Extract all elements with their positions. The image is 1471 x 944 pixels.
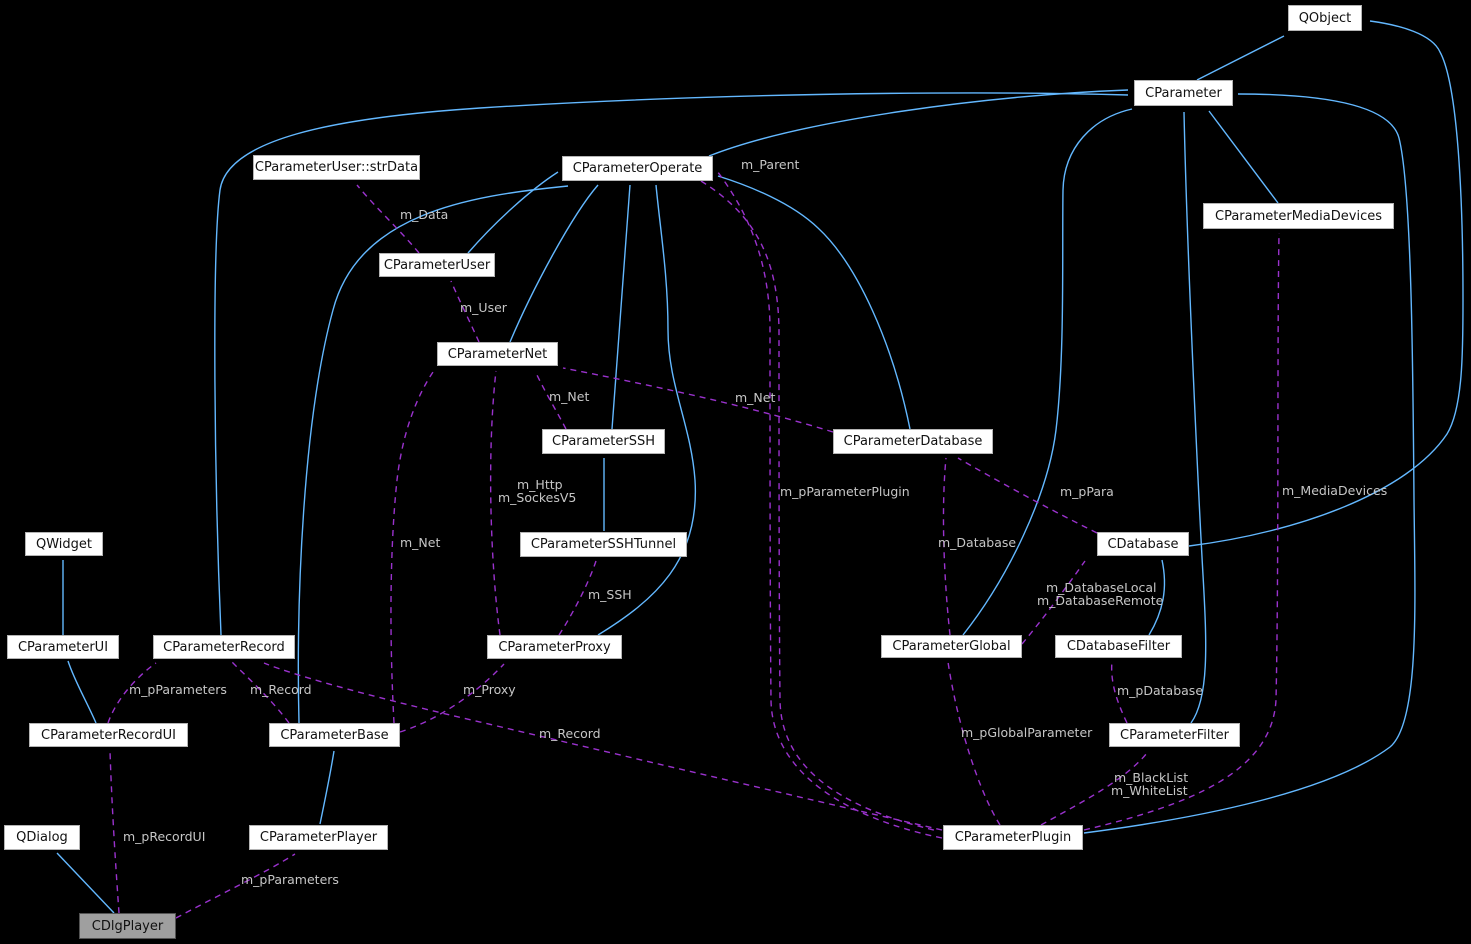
node-cparameterssh[interactable]: CParameterSSH <box>542 429 665 454</box>
edge-label-m-record-base: m_Record <box>250 682 312 697</box>
edge-inherit-cparameter-qobject <box>1196 35 1285 81</box>
node-qwidget[interactable]: QWidget <box>25 532 103 556</box>
edge-label-m-parent: m_Parent <box>741 157 800 172</box>
node-cparameterrecordui[interactable]: CParameterRecordUI <box>29 723 188 747</box>
edge-label-m-pparameters-dlg: m_pParameters <box>241 872 339 887</box>
edge-usage-global-database <box>942 457 951 636</box>
edge-label-m-user: m_User <box>460 300 507 315</box>
edge-label-m-mediadevices: m_MediaDevices <box>1282 483 1388 498</box>
edge-label-m-net-database: m_Net <box>735 390 776 405</box>
edge-inherit-dlgplayer-qdialog <box>56 852 115 914</box>
edge-usage-plugin-operate <box>716 170 943 839</box>
node-qobject[interactable]: QObject <box>1288 5 1362 31</box>
node-cparameteruser-strdata[interactable]: CParameterUser::strData <box>253 155 420 180</box>
edge-usage-plugin-filter <box>1040 752 1148 826</box>
edge-inherit-cdatabase-qobject <box>1188 20 1464 547</box>
edge-usage-base-net <box>390 371 434 724</box>
edge-label-m-proxy: m_Proxy <box>463 682 516 697</box>
node-cparameterbase[interactable]: CParameterBase <box>269 723 400 747</box>
edge-inherit-operate-cparameter <box>708 89 1129 157</box>
node-cparameternet[interactable]: CParameterNet <box>437 342 558 366</box>
node-cparameterglobal[interactable]: CParameterGlobal <box>881 635 1022 658</box>
edge-label-m-database: m_Database <box>938 535 1017 550</box>
node-cparameterproxy[interactable]: CParameterProxy <box>487 635 622 659</box>
edge-inherit-ssh-operate <box>611 184 631 430</box>
edge-label-m-whitelist: m_WhiteList <box>1111 783 1188 798</box>
edge-label-m-http: m_Http <box>517 477 563 492</box>
node-cdlgplayer: CDlgPlayer <box>79 913 176 939</box>
node-cparameter[interactable]: CParameter <box>1134 80 1233 106</box>
edge-label-m-ppara: m_pPara <box>1060 484 1114 499</box>
edge-inherit-database-operate <box>717 175 911 430</box>
edge-usage-ssh-net <box>534 370 567 430</box>
node-cparametersshtunnel[interactable]: CParameterSSHTunnel <box>520 532 687 557</box>
edge-usage-plugin-global <box>947 661 1001 826</box>
node-qdialog[interactable]: QDialog <box>4 825 80 850</box>
edge-usage-cdatabase-database <box>957 457 1098 534</box>
node-cdatabasefilter[interactable]: CDatabaseFilter <box>1055 635 1182 658</box>
edge-inherit-filter-cparameter <box>1183 111 1207 724</box>
edge-label-m-pparameterplugin: m_pParameterPlugin <box>780 484 910 499</box>
node-cparameterrecord[interactable]: CParameterRecord <box>153 635 295 659</box>
node-cparameteruser[interactable]: CParameterUser <box>379 253 495 277</box>
edge-inherit-mediadevices-cparameter <box>1208 110 1279 204</box>
edge-usage-plugin-mediadevices <box>1083 232 1280 831</box>
node-cparameterui[interactable]: CParameterUI <box>7 635 119 659</box>
edge-label-m-net-base: m_Net <box>400 535 441 550</box>
edge-usage-proxy-net <box>489 370 501 636</box>
node-cparametermediadevices[interactable]: CParameterMediaDevices <box>1203 203 1394 229</box>
edge-inherit-recordui-ui <box>67 660 97 724</box>
edge-label-m-pdatabase: m_pDatabase <box>1117 683 1204 698</box>
node-cparameteroperate[interactable]: CParameterOperate <box>562 156 713 181</box>
edge-inherit-base-operate <box>297 185 569 724</box>
edge-usage-global-cdatabase <box>1021 560 1086 645</box>
edge-usage-filter-dbfilter <box>1110 660 1128 724</box>
edge-usage-net-user <box>450 280 480 343</box>
node-cparameterplugin[interactable]: CParameterPlugin <box>943 825 1083 850</box>
edge-inherit-record-cparameter <box>214 92 1129 636</box>
edge-usage-recordui-record <box>107 662 157 724</box>
edge-inherit-proxy-operate <box>597 184 697 636</box>
edge-label-m-ssh: m_SSH <box>588 587 632 602</box>
edge-label-m-sockesv5: m_SockesV5 <box>498 490 577 505</box>
edge-usage-base-proxy <box>399 663 505 733</box>
edge-label-m-databaselocal: m_DatabaseLocal <box>1046 580 1157 595</box>
edge-usage-operate-plugin <box>700 180 939 832</box>
edge-inherit-global-cparameter <box>962 108 1133 636</box>
edge-label-m-pglobalparameter: m_pGlobalParameter <box>961 725 1093 740</box>
edge-usage-user-strdata <box>356 184 420 254</box>
edge-label-m-pparameters-recordui: m_pParameters <box>129 682 227 697</box>
edge-inherit-dbfilter-cdatabase <box>1148 559 1166 636</box>
edge-inherit-player-base <box>319 750 335 825</box>
edge-label-m-precordui: m_pRecordUI <box>123 829 206 844</box>
edge-label-m-blacklist: m_BlackList <box>1114 770 1189 785</box>
edge-inherit-user-operate <box>467 171 559 254</box>
node-cparameterdatabase[interactable]: CParameterDatabase <box>833 429 993 454</box>
edge-label-m-data: m_Data <box>400 207 449 222</box>
edge-usage-dlgplayer-recordui <box>109 750 120 914</box>
edge-inherit-net-operate <box>509 184 599 343</box>
node-cparameterplayer[interactable]: CParameterPlayer <box>249 825 388 850</box>
edge-label-m-net-ssh: m_Net <box>549 389 590 404</box>
edge-label-m-databaseremote: m_DatabaseRemote <box>1037 593 1164 608</box>
node-cdatabase[interactable]: CDatabase <box>1097 532 1189 556</box>
edge-usage-database-net <box>562 367 834 433</box>
edge-usage-dlgplayer-player <box>175 853 296 919</box>
node-cparameterfilter[interactable]: CParameterFilter <box>1109 723 1240 747</box>
edge-label-m-record-plugin: m_Record <box>539 726 601 741</box>
edge-inherit-plugin-cparameter <box>1083 93 1416 834</box>
